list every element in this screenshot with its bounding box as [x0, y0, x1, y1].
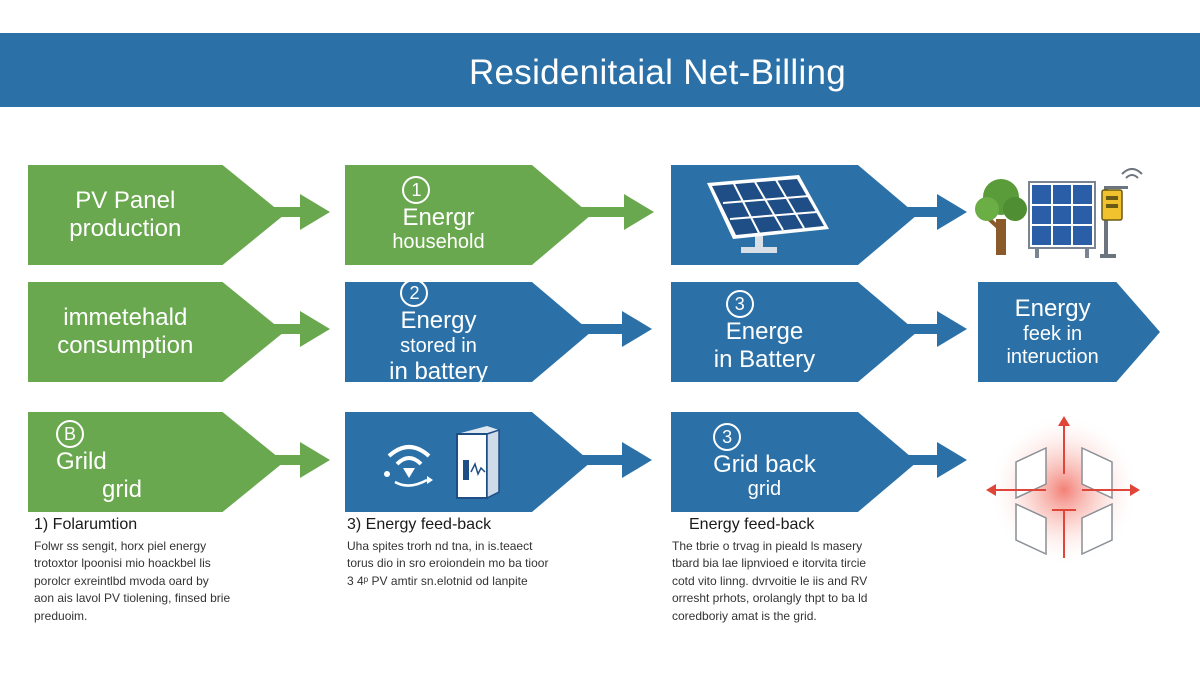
- page-title: Residenitaial Net-Billing: [468, 53, 847, 92]
- step-number: 1: [402, 175, 431, 204]
- inverter-meter-icon: [1100, 168, 1143, 258]
- flow-arrow: [580, 442, 652, 478]
- note-line: Folwr ss sengit, horx piel energy: [34, 539, 207, 553]
- note-line: The tbrie o trvag in pieald ls masery: [672, 539, 863, 553]
- battery-cabinet-icon: [456, 426, 500, 500]
- step-label: Energy: [1014, 295, 1091, 323]
- step-number: B: [56, 420, 84, 449]
- step-label: consumption: [57, 332, 194, 359]
- step-sublabel: in battery: [389, 357, 488, 385]
- note-title: 3) Energy feed-back: [347, 516, 492, 533]
- step-sublabel: household: [392, 231, 485, 254]
- note-body: The tbrie o trvag in pieald ls masery tb…: [672, 538, 867, 625]
- step-wireless-battery: [345, 412, 591, 512]
- flow-arrow: [895, 311, 967, 347]
- title-banner: Residenitaial Net-Billing: [0, 33, 1200, 107]
- note-line: Uha spites trorh nd tna, in is.teaect: [347, 539, 533, 553]
- step-label: Grild: [56, 448, 107, 476]
- step-label: immetehald: [63, 304, 188, 332]
- flow-arrow: [895, 442, 967, 478]
- note-line: aon ais lavol PV tiolening, finsed brie: [34, 591, 231, 606]
- step-label: Grid back: [713, 450, 816, 478]
- step-energy-feed-in: Energy feek in interuction: [978, 282, 1160, 382]
- solar-array-icon: [1028, 181, 1096, 258]
- note-line: 3 4ᵖ PV amtir sn.elotnid od lanpite: [347, 573, 528, 588]
- wireless-signal-icon: [384, 445, 433, 487]
- flow-arrow: [895, 194, 967, 230]
- step-sublabel: grid: [747, 478, 782, 501]
- flow-arrow: [256, 311, 330, 347]
- flow-arrow: [256, 194, 330, 230]
- flow-arrow: [580, 194, 654, 230]
- note-line: preduoim.: [34, 608, 88, 623]
- step-label: production: [69, 215, 182, 242]
- step-number: 3: [713, 422, 742, 451]
- step-label: Energe: [725, 318, 804, 346]
- note-line: coredboriy amat is the grid.: [672, 608, 817, 623]
- note-line: porolcr exreintlbd mvoda oard by: [34, 573, 209, 588]
- note-body: Folwr ss sengit, horx piel energy trotox…: [34, 538, 230, 625]
- step-sublabel: in Battery: [713, 346, 816, 373]
- grid-exchange-icon: [986, 414, 1140, 566]
- note-title: 1) Folarumtion: [34, 516, 138, 533]
- step-label: PV Panel: [75, 187, 176, 215]
- note-title: Energy feed-back: [689, 516, 815, 533]
- step-sublabel: grid: [102, 476, 143, 503]
- note-line: torus dio in sro eroiondein mo ba tioor: [347, 556, 549, 571]
- step-number: 2: [400, 282, 429, 307]
- step-solar-panel: [671, 165, 917, 265]
- note-line: orresht prhots, orolangly thpt to ba ld: [672, 591, 868, 606]
- flow-arrow: [580, 311, 652, 347]
- step-immediate-consumption: immetehald consumption: [28, 282, 284, 382]
- step-label: Energr: [402, 203, 475, 231]
- note-line: tbard bia lae lipnvioed e itorvita tirci…: [672, 556, 867, 571]
- solar-panel-icon: [707, 175, 829, 253]
- step-sublabel: stored in: [400, 334, 477, 357]
- step-label: Energy: [400, 306, 477, 334]
- step-sublabel: interuction: [1006, 345, 1099, 368]
- step-number: 3: [725, 290, 754, 319]
- step-sublabel: feek in: [1023, 322, 1083, 345]
- tree-icon: [975, 179, 1027, 255]
- note-line: trotoxtor lpoonisi mio hoackbel lis: [34, 556, 211, 571]
- step-pv-panel-production: PV Panel production: [28, 165, 284, 265]
- note-line: cotd vito linng. dvrvoitie le iis and RV: [672, 573, 868, 588]
- flow-arrow: [256, 442, 330, 478]
- note-body: Uha spites trorh nd tna, in is.teaect to…: [347, 538, 548, 590]
